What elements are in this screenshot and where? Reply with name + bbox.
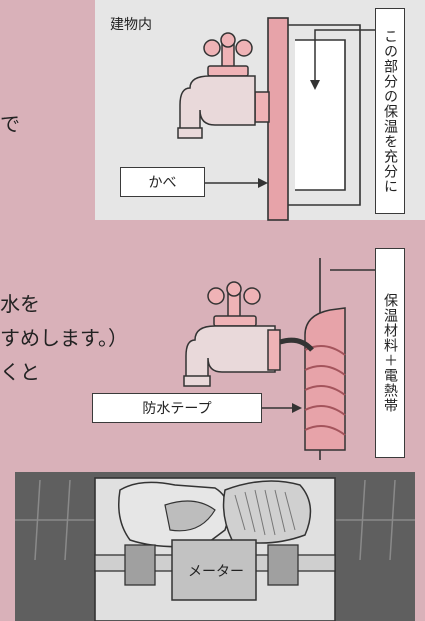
valve-right [267, 544, 299, 586]
faucet-middle [183, 281, 314, 387]
pit-pavement-lines [15, 479, 415, 561]
wall [267, 17, 289, 221]
left-text-line-2: 水を [0, 292, 40, 316]
faucet-flange [254, 91, 270, 123]
faucet-top [177, 32, 256, 139]
fiber-texture [234, 489, 296, 536]
note-arrowhead [310, 80, 320, 90]
material-note-box: 保温材料＋電熱帯 [375, 248, 405, 458]
insulation-bag-fold [164, 500, 216, 532]
meter-label: メーター [188, 564, 244, 580]
tape-arrowhead [292, 403, 302, 413]
wall-arrowhead [258, 178, 268, 188]
insulated-pipe [304, 307, 346, 451]
pipe-inner [295, 39, 346, 191]
pipe-outline [285, 24, 361, 206]
valve-left [124, 544, 156, 586]
left-text-line-4: くと [0, 360, 40, 384]
water-meter [171, 539, 257, 601]
left-text-line-3: すめします。） [0, 326, 128, 350]
inside-building-label: 建物内 [110, 17, 152, 33]
left-text-line-1: で [0, 112, 20, 136]
insulate-note-box: この部分の保温を充分に [375, 8, 405, 214]
note-leader-line [314, 29, 375, 82]
wall-label-box: かべ [120, 167, 205, 197]
insulation-fiber-bundle [222, 480, 312, 544]
tape-label-box: 防水テープ [92, 393, 262, 423]
